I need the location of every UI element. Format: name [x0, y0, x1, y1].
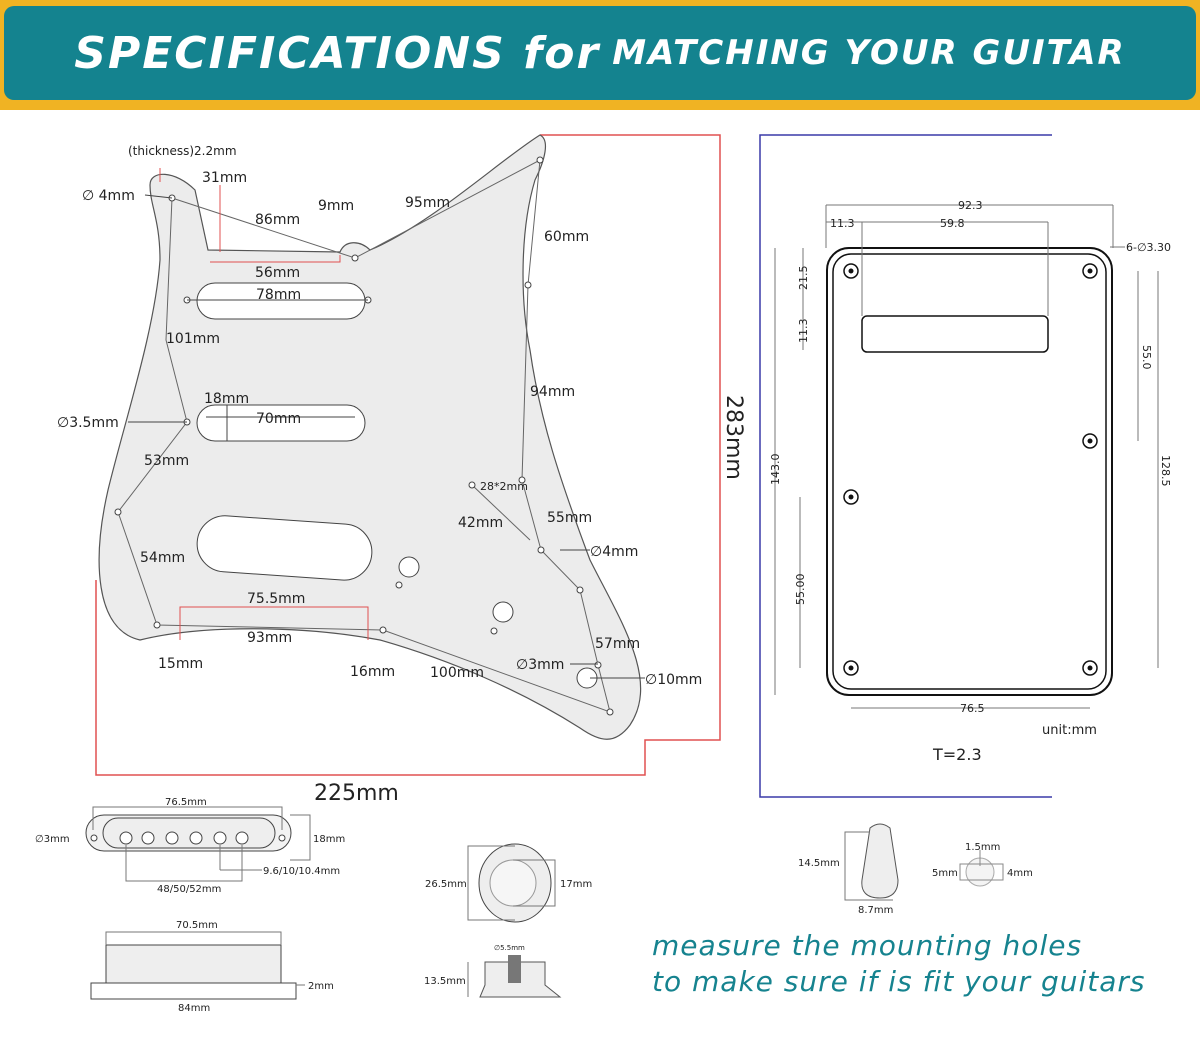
pot-hole-small [490, 627, 498, 635]
knob-shaft-diameter: ∅5.5mm [494, 944, 525, 952]
pickup-pole-pieces [90, 831, 286, 845]
switch-slot-label: 28*2mm [480, 480, 528, 493]
knob-shaft [508, 955, 521, 983]
dim-42mm: 42mm [458, 515, 503, 531]
dim-15mm: 15mm [158, 656, 203, 672]
backplate-55-00: 55.00 [794, 574, 807, 606]
pickup-base-thickness: 2mm [308, 981, 334, 992]
dim-101mm: 101mm [166, 331, 220, 347]
backplate-55-0: 55.0 [1140, 345, 1153, 370]
switch-tip-height: 14.5mm [798, 858, 840, 869]
dim-75-5mm: 75.5mm [247, 591, 305, 607]
dim-55mm: 55mm [547, 510, 592, 526]
dim-57mm: 57mm [595, 636, 640, 652]
backplate-76-5: 76.5 [960, 702, 985, 715]
backplate-thickness: T=2.3 [932, 745, 982, 764]
backplate-width-92-3: 92.3 [958, 199, 983, 212]
unit-label: unit:mm [1042, 723, 1097, 738]
pickup-pole-span: 48/50/52mm [157, 884, 221, 895]
fit-note-line2: to make sure if is fit your guitars [652, 965, 1146, 998]
jack-10mm-label: ∅10mm [645, 672, 702, 688]
pickguard-outline [98, 134, 642, 740]
header-title-main: SPECIFICATIONS for [74, 27, 601, 79]
backplate-outline [826, 247, 1113, 696]
hole-4mm-right-label: ∅4mm [590, 544, 638, 560]
pot-hole [398, 556, 420, 578]
backplate-height-143: 143.0 [769, 454, 782, 486]
pickup-slot-middle [196, 404, 366, 442]
backplate-slot-11-3: 11.3 [797, 319, 810, 344]
pickup-length: 76.5mm [165, 797, 207, 808]
backplate-21-5: 21.5 [797, 266, 810, 291]
pickguard-height-label: 283mm [721, 395, 746, 480]
pickguard-red-dims [159, 168, 369, 640]
dim-53mm: 53mm [144, 453, 189, 469]
pickup-cover-length: 70.5mm [176, 920, 218, 931]
hole-4mm-label: ∅ 4mm [82, 188, 135, 204]
dim-86mm: 86mm [255, 212, 300, 228]
header-title-sub: MATCHING YOUR GUITAR [612, 33, 1126, 73]
hole-3mm-label: ∅3mm [516, 657, 564, 673]
pickup-width: 18mm [313, 834, 345, 845]
dim-70mm: 70mm [256, 411, 301, 427]
thickness-label: (thickness)2.2mm [128, 144, 237, 158]
dim-16mm: 16mm [350, 664, 395, 680]
dim-100mm: 100mm [430, 665, 484, 681]
knob-inner-diameter: 17mm [560, 879, 592, 890]
dim-54mm: 54mm [140, 550, 185, 566]
dim-93mm: 93mm [247, 630, 292, 646]
switch-tip-width: 8.7mm [858, 905, 893, 916]
header-banner: SPECIFICATIONS for MATCHING YOUR GUITAR [0, 0, 1200, 110]
pickup-slot-bridge [196, 515, 373, 581]
switch-slot-line [471, 484, 531, 541]
pickup-mount-hole: ∅3mm [35, 834, 70, 845]
dim-56mm: 56mm [255, 265, 300, 281]
dim-95mm: 95mm [405, 195, 450, 211]
backplate-frame [759, 134, 1052, 798]
dim-78mm: 78mm [256, 287, 301, 303]
backplate-holes-spec: 6-∅3.30 [1126, 241, 1171, 254]
backplate-offset-11-3: 11.3 [830, 217, 855, 230]
backplate-dims [774, 204, 1159, 709]
pickup-pole-spacing: 9.6/10/10.4mm [263, 866, 340, 877]
pickup-side-body [105, 944, 282, 984]
switch-tip-shape [861, 823, 899, 899]
dim-18mm: 18mm [204, 391, 249, 407]
header-bar: SPECIFICATIONS for MATCHING YOUR GUITAR [4, 6, 1196, 100]
knob-height: 13.5mm [424, 976, 466, 987]
fit-note: measure the mounting holes to make sure … [652, 928, 1145, 1000]
fit-note-line1: measure the mounting holes [652, 929, 1083, 962]
dim-60mm: 60mm [544, 229, 589, 245]
backplate-slot-59-8: 59.8 [940, 217, 965, 230]
dim-31mm: 31mm [202, 170, 247, 186]
dim-9mm: 9mm [318, 198, 354, 214]
switch-tip-slot-5mm: 5mm [932, 868, 958, 879]
switch-tip-slot-4mm: 4mm [1007, 868, 1033, 879]
pickup-side-base [90, 982, 297, 1000]
knob-diameter: 26.5mm [425, 879, 467, 890]
dim-94mm: 94mm [530, 384, 575, 400]
pickup-base-length: 84mm [178, 1003, 210, 1014]
pickguard-dimension-frame [95, 134, 721, 776]
backplate-128-5: 128.5 [1159, 455, 1172, 487]
backplate-slot [861, 315, 1049, 353]
switch-tip-slot-width: 1.5mm [965, 842, 1000, 853]
pot-hole-small [395, 581, 403, 589]
pot-hole [492, 601, 514, 623]
hole-3-5mm-label: ∅3.5mm [57, 415, 119, 431]
pickguard-width-label: 225mm [314, 781, 399, 806]
